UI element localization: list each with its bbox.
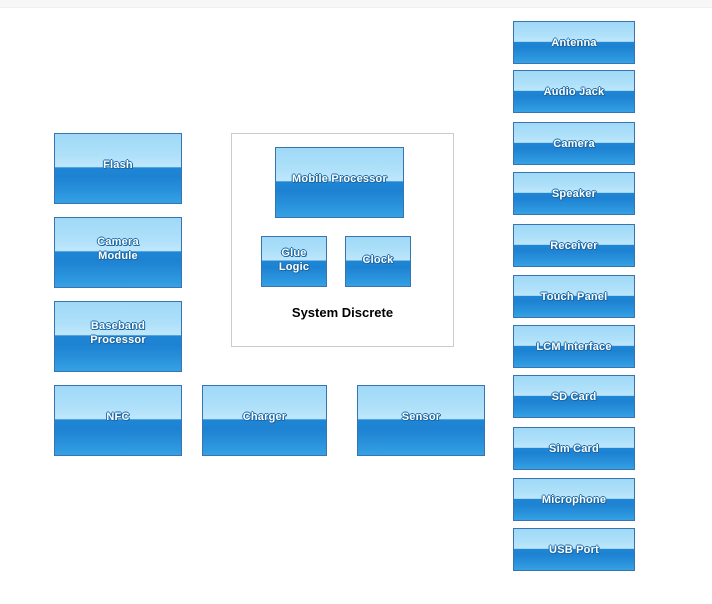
block-flash[interactable]: Flash bbox=[54, 133, 182, 204]
top-strip bbox=[0, 0, 712, 8]
block-charger[interactable]: Charger bbox=[202, 385, 327, 456]
block-lcm-interface[interactable]: LCM Interface bbox=[513, 325, 635, 368]
block-sensor[interactable]: Sensor bbox=[357, 385, 485, 456]
block-mobile-processor[interactable]: Mobile Processor bbox=[275, 147, 404, 218]
block-clock-label: Clock bbox=[362, 253, 394, 266]
block-flash-label: Flash bbox=[103, 158, 133, 171]
block-sensor-label: Sensor bbox=[401, 410, 441, 423]
block-audio-jack-label: Audio Jack bbox=[543, 85, 605, 98]
block-camera-label: Camera bbox=[553, 137, 595, 150]
block-audio-jack[interactable]: Audio Jack bbox=[513, 70, 635, 113]
block-receiver-label: Receiver bbox=[550, 239, 598, 252]
block-receiver[interactable]: Receiver bbox=[513, 224, 635, 267]
block-antenna-label: Antenna bbox=[551, 36, 597, 49]
block-speaker[interactable]: Speaker bbox=[513, 172, 635, 215]
block-camera-module[interactable]: Camera Module bbox=[54, 217, 182, 288]
block-glue-logic-label: Glue Logic bbox=[278, 246, 310, 273]
block-camera-module-label: Camera Module bbox=[97, 235, 139, 262]
block-sim-card-label: Sim Card bbox=[549, 442, 599, 455]
block-microphone[interactable]: Microphone bbox=[513, 478, 635, 521]
block-usb-port[interactable]: USB Port bbox=[513, 528, 635, 571]
block-touch-panel-label: Touch Panel bbox=[540, 290, 608, 303]
block-baseband-processor-label: Baseband Processor bbox=[90, 319, 146, 346]
block-charger-label: Charger bbox=[242, 410, 287, 423]
block-nfc[interactable]: NFC bbox=[54, 385, 182, 456]
block-baseband-processor[interactable]: Baseband Processor bbox=[54, 301, 182, 372]
block-sd-card[interactable]: SD Card bbox=[513, 375, 635, 418]
block-nfc-label: NFC bbox=[106, 410, 130, 423]
block-sim-card[interactable]: Sim Card bbox=[513, 427, 635, 470]
block-microphone-label: Microphone bbox=[541, 493, 607, 506]
block-camera[interactable]: Camera bbox=[513, 122, 635, 165]
block-sd-card-label: SD Card bbox=[551, 390, 597, 403]
block-glue-logic[interactable]: Glue Logic bbox=[261, 236, 327, 287]
block-usb-port-label: USB Port bbox=[549, 543, 599, 556]
block-lcm-interface-label: LCM Interface bbox=[536, 340, 612, 353]
block-antenna[interactable]: Antenna bbox=[513, 21, 635, 64]
block-mobile-processor-label: Mobile Processor bbox=[292, 172, 387, 185]
system-discrete-label: System Discrete bbox=[291, 305, 394, 320]
block-clock[interactable]: Clock bbox=[345, 236, 411, 287]
block-touch-panel[interactable]: Touch Panel bbox=[513, 275, 635, 318]
block-speaker-label: Speaker bbox=[551, 187, 597, 200]
